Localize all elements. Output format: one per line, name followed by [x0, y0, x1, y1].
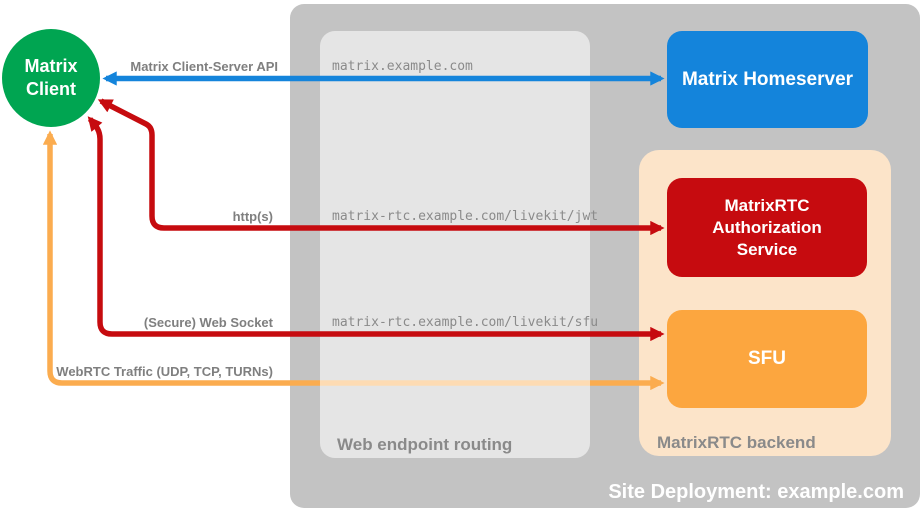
auth-service-node: MatrixRTC Authorization Service — [667, 178, 867, 277]
matrix-homeserver-node: Matrix Homeserver — [667, 31, 868, 128]
matrix-homeserver-label: Matrix Homeserver — [681, 68, 854, 90]
livekit-sfu-route: matrix-rtc.example.com/livekit/sfu — [332, 315, 599, 330]
client-server-api-label: Matrix Client-Server API — [130, 59, 278, 74]
sfu-label: SFU — [748, 348, 786, 369]
webrtc-traffic-label: WebRTC Traffic (UDP, TCP, TURNs) — [56, 364, 273, 379]
livekit-jwt-route: matrix-rtc.example.com/livekit/jwt — [332, 209, 599, 224]
matrix-client-label-line1: Matrix — [24, 56, 78, 76]
matrix-domain-route: matrix.example.com — [332, 59, 473, 74]
sfu-node: SFU — [667, 310, 867, 408]
https-label: http(s) — [232, 209, 273, 224]
auth-service-label: MatrixRTC Authorization Service — [712, 195, 822, 259]
web-endpoint-routing-label: Web endpoint routing — [337, 435, 513, 454]
site-deployment-label: Site Deployment: example.com — [608, 481, 904, 503]
matrixrtc-backend-label: MatrixRTC backend — [657, 433, 816, 452]
websocket-label: (Secure) Web Socket — [143, 315, 273, 330]
matrix-client-node: Matrix Client — [2, 29, 100, 127]
matrix-client-label-line2: Client — [25, 79, 76, 99]
